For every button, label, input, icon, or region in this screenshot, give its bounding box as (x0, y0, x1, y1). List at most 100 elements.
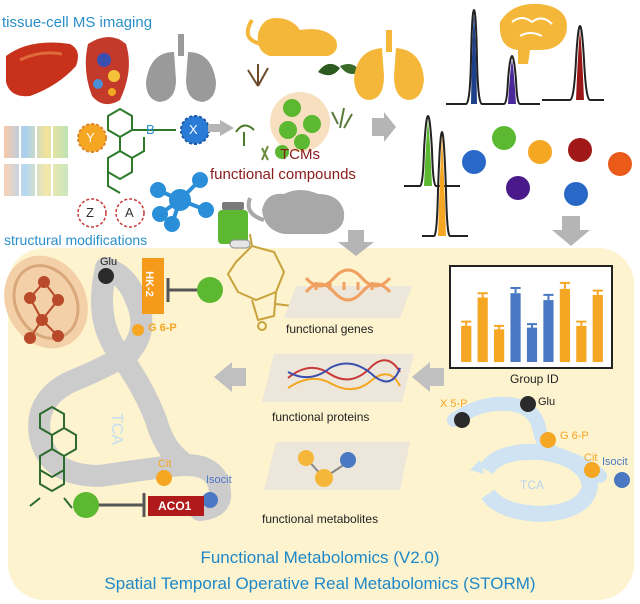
a-substituent (115, 198, 145, 228)
aco1-box (148, 496, 204, 516)
medicine-bottle-icon (218, 202, 251, 249)
bar-2 (477, 297, 488, 362)
liver-image (6, 42, 78, 97)
color-strip-image (4, 126, 68, 196)
arrow-down-right (552, 216, 590, 246)
tissue-label: tissue-cell MS imaging (2, 14, 153, 31)
bar-8 (576, 325, 587, 362)
z-substituent (77, 198, 107, 228)
group-id-label: Group ID (510, 372, 559, 386)
isocit-label-right: Isocit (602, 456, 628, 468)
rat-icon-top (245, 18, 337, 56)
bar-6 (543, 300, 554, 362)
y-label: Y (86, 130, 95, 145)
metabolite-dot-purple (506, 176, 530, 200)
compound-dot-2 (279, 121, 297, 139)
ms-imaging-tissue (85, 37, 129, 105)
metabolite-dot-red (608, 152, 632, 176)
peak-fill-1 (471, 14, 477, 104)
compound-dot-3 (303, 115, 321, 133)
metabolite-dot-orange (528, 140, 552, 164)
g6p-node-left (132, 324, 144, 336)
peak-fill-3 (508, 60, 516, 104)
bar-9 (592, 294, 603, 362)
bar-3 (494, 329, 505, 362)
protein-curves (287, 359, 401, 391)
z-label: Z (86, 205, 94, 220)
error-bar-6 (543, 293, 554, 301)
hk2-label: HK-2 (142, 271, 155, 297)
isocit-label-left: Isocit (206, 474, 232, 486)
peak-fill-5 (438, 136, 446, 236)
compound-dot-1 (283, 99, 301, 117)
functional-compounds-label: functional compounds (210, 166, 356, 183)
g6p-label-right: G 6-P (560, 430, 589, 442)
error-bar-4 (510, 287, 521, 294)
inhibitor-dot-aco1 (73, 492, 99, 518)
bar-chart (461, 281, 603, 362)
modified-molecule (107, 107, 176, 194)
metabolite-graph (298, 450, 356, 487)
isocit-node-right (614, 472, 630, 488)
bar-7 (559, 288, 570, 362)
g6p-label-left: G 6-P (148, 322, 177, 334)
strip-metabolites (264, 442, 410, 490)
rat-icon-center (246, 190, 345, 234)
inhibitor-dot-hk2 (197, 277, 223, 303)
arrow-right-top (372, 112, 396, 142)
hk2-box (142, 258, 164, 314)
metabolic-network-left (24, 276, 64, 344)
chromatogram-peaks (404, 8, 604, 237)
functional-genes-label: functional genes (286, 322, 374, 336)
compound-dot-5 (275, 145, 289, 159)
pathway-tube-left (28, 257, 232, 521)
error-bar-5 (526, 323, 538, 328)
sesquiterpene-molecule (226, 233, 293, 331)
x5p-label-right: X 5-P (440, 398, 468, 410)
error-bar-7 (559, 281, 570, 289)
strip-genes (284, 286, 412, 318)
title-line-1: Functional Metabolomics (V2.0) (200, 548, 440, 567)
structural-label: structural modifications (4, 232, 148, 248)
bar-5 (526, 327, 538, 362)
error-bar-9 (592, 289, 603, 295)
tcms-label: TCMs (280, 146, 320, 163)
arrow-left-mid-1 (214, 362, 246, 392)
a-label: A (125, 205, 134, 220)
metabolite-dot-blue-2 (564, 182, 588, 206)
glu-label-left: Glu (100, 256, 118, 268)
brain-icon (499, 3, 567, 64)
error-bar-8 (576, 320, 587, 326)
g6p-node-right (540, 432, 556, 448)
x5p-node-right (454, 412, 470, 428)
glu-node-left (98, 268, 114, 284)
tca-cycle-right (479, 443, 599, 523)
tca-arrow-right (470, 460, 484, 474)
title-line-2: Spatial Temporal Operative Real Metabolo… (104, 574, 536, 593)
peak-fill-2 (576, 30, 584, 100)
functional-proteins-label: functional proteins (272, 410, 370, 424)
bar-1 (461, 325, 472, 362)
cit-label-left: Cit (158, 458, 172, 470)
tca-label-left: TCA (108, 413, 125, 445)
lungs-icon-right (354, 30, 424, 100)
dna-icon (304, 268, 392, 302)
inhibitor-molecule (29, 405, 77, 509)
error-bar-1 (461, 320, 472, 326)
cit-label-right: Cit (584, 452, 598, 464)
cit-node-left (156, 470, 172, 486)
glu-label-right: Glu (538, 396, 556, 408)
b-label: B (146, 122, 155, 137)
cit-node-right (584, 462, 600, 478)
bar-4 (510, 293, 521, 362)
peak-fill-4 (424, 120, 432, 186)
arrow-left-top (208, 120, 234, 136)
metabolite-dot-blue (462, 150, 486, 174)
network-icon (150, 172, 214, 232)
metabolite-dot-green (492, 126, 516, 150)
metabolite-dot-darkred (568, 138, 592, 162)
aco1-label: ACO1 (158, 499, 192, 513)
lungs-icon-left (146, 34, 216, 102)
compound-dot-4 (294, 134, 310, 150)
tca-label-right: TCA (520, 478, 544, 492)
